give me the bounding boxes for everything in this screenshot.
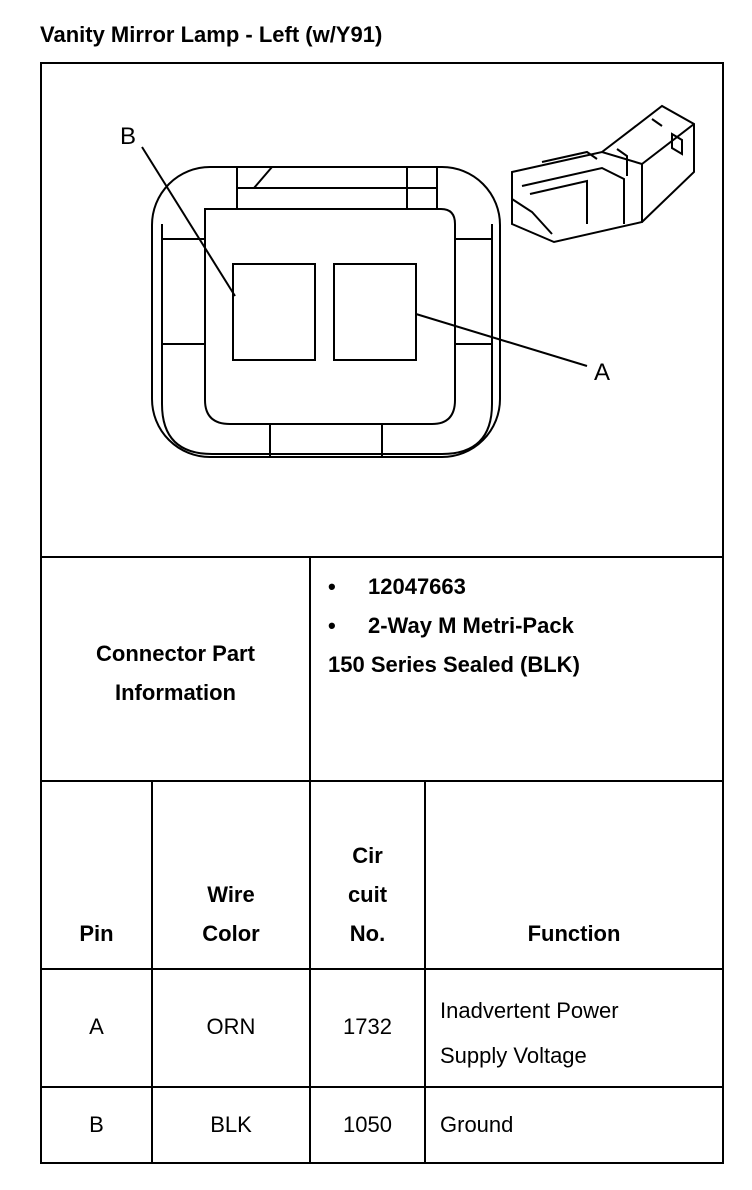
pin-a-cavity (333, 263, 417, 361)
connector-type: 2-Way M Metri-Pack (368, 613, 574, 638)
row-a-wire-color: ORN (206, 1014, 256, 1039)
bullet-icon: • (328, 574, 336, 599)
row-b-pin: B (89, 1112, 104, 1137)
connector-info-heading-line: Information (115, 680, 236, 705)
connector-iso-view (511, 104, 695, 244)
connector-info-details: • 12047663 • 2-Way M Metri-Pack 150 Seri… (328, 574, 718, 691)
table-divider (42, 780, 722, 782)
pin-b-cavity (232, 263, 316, 361)
connector-latch-outline (161, 224, 493, 455)
table-divider (424, 780, 426, 1162)
pin-b-leader (141, 146, 236, 297)
connector-info-heading-line: Connector Part (96, 641, 255, 666)
pin-b-label: B (120, 123, 136, 150)
row-b-wire-color: BLK (210, 1112, 252, 1137)
row-b-function: Ground (440, 1112, 514, 1137)
connector-series: 150 Series Sealed (BLK) (328, 652, 580, 677)
row-b-circuit: 1050 (343, 1112, 392, 1137)
pin-a-leader (415, 313, 588, 367)
header-circuit-number: Cir cuit No. (347, 843, 388, 946)
bullet-icon: • (328, 613, 336, 638)
connector-detail-line (253, 166, 273, 189)
header-wire-color: Wire Color (202, 882, 260, 946)
table-divider (151, 780, 153, 1162)
pin-a-label: A (594, 359, 610, 386)
header-pin: Pin (79, 921, 114, 946)
connector-diagram: B A (120, 104, 695, 458)
row-a-function: Inadvertent Power Supply Voltage (440, 998, 619, 1068)
header-function: Function (527, 921, 621, 946)
part-number: 12047663 (368, 574, 466, 599)
table-divider (42, 556, 722, 558)
table-divider (42, 968, 722, 970)
connector-sheet: B A Connector Part Information • 1204766… (40, 62, 724, 1164)
page-title: Vanity Mirror Lamp - Left (w/Y91) (40, 22, 383, 47)
part-number-row: • 12047663 (328, 574, 718, 613)
table-divider (309, 556, 311, 1162)
connector-inner-housing (204, 208, 456, 425)
connector-info-heading: Connector Part Information (42, 634, 309, 712)
row-a-circuit: 1732 (343, 1014, 392, 1039)
table-divider (42, 1086, 722, 1088)
connector-type-row: • 2-Way M Metri-Pack (328, 613, 718, 652)
row-a-pin: A (89, 1014, 104, 1039)
